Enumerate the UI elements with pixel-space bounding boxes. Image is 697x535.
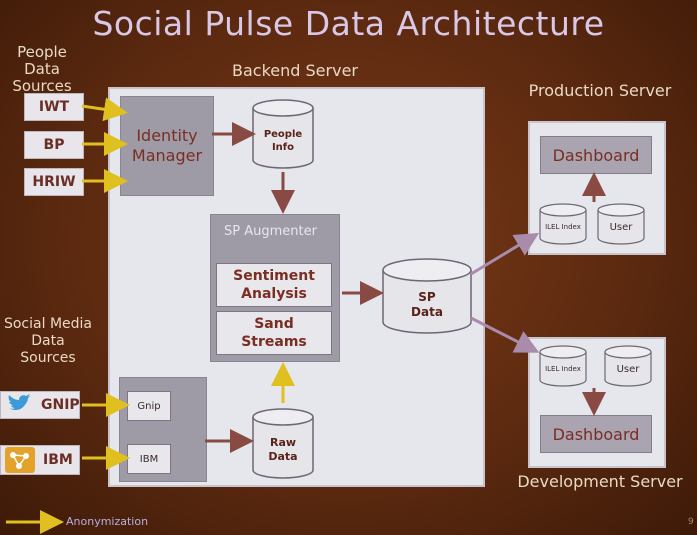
identity-manager-line1: Identity [136,126,198,145]
production-dashboard: Dashboard [540,136,652,174]
people-sources-heading-line2: Sources [12,77,72,95]
twitter-bird-icon [5,394,35,416]
page-number: 9 [688,517,694,527]
ibm-box: IBM [127,444,171,474]
iwt-arrow [81,97,128,122]
sp-data-label: SP Data [383,282,471,328]
source-gnip-label: GNIP [41,397,80,413]
sp-data-cylinder [382,258,472,334]
raw-data-cylinder [252,408,314,479]
sp-data-line2: Data [411,305,443,319]
source-ibm-label: IBM [43,452,73,468]
people-info-line1: People [263,129,303,140]
sand-line1: Sand [254,316,294,332]
production-user-label: User [609,221,633,233]
social-sources-heading-line3: Sources [20,350,76,366]
backend-server-heading: Backend Server [232,61,358,80]
development-user-cylinder [604,345,652,387]
social-sources-heading-line2: Data [31,333,65,349]
sp-augmenter-label: SP Augmenter [224,224,317,239]
raw-data-line1: Raw [269,436,297,449]
people-info-cylinder [252,99,314,169]
sp-data-line1: SP [418,290,436,304]
legend-label: Anonymization [66,515,149,528]
sentiment-analysis-box: Sentiment Analysis [216,263,332,307]
production-index-label: ILEL Index [545,223,581,231]
identity-manager-line2: Manager [131,146,203,165]
social-sources-heading-line1: Social Media [3,316,92,332]
development-dashboard: Dashboard [540,415,652,453]
people-info-label: People Info [253,118,313,164]
source-gnip: GNIP [0,391,80,419]
development-index-cylinder [539,345,587,387]
development-index-label: ILEL Index [545,365,581,373]
slide-title: Social Pulse Data Architecture [92,4,605,43]
production-user-cylinder [597,203,645,245]
raw-data-label: Raw Data [253,427,313,473]
sp-to-development-arrow [470,316,540,353]
ibm-network-icon [5,447,35,473]
sand-line2: Streams [241,334,307,350]
sand-streams-box: Sand Streams [216,311,332,355]
source-iwt: IWT [24,93,84,121]
sp-to-production-arrow [470,232,540,276]
people-sources-heading: People Data Sources [2,44,82,95]
production-index-cylinder [539,203,587,245]
people-info-line2: Info [271,142,295,153]
social-sources-heading: Social Media Data Sources [0,316,96,367]
raw-data-line2: Data [268,450,298,463]
sentiment-line1: Sentiment [233,268,315,284]
gnip-box: Gnip [127,391,171,421]
source-bp: BP [24,131,84,159]
production-server-heading: Production Server [528,81,672,100]
sentiment-line2: Analysis [241,286,307,302]
identity-manager: Identity Manager [120,96,214,196]
development-server-heading: Development Server [517,472,683,491]
source-ibm: IBM [0,445,80,475]
people-sources-heading-line1: People Data [17,43,67,78]
development-user-label: User [616,363,640,375]
source-hriw: HRIW [24,168,84,196]
